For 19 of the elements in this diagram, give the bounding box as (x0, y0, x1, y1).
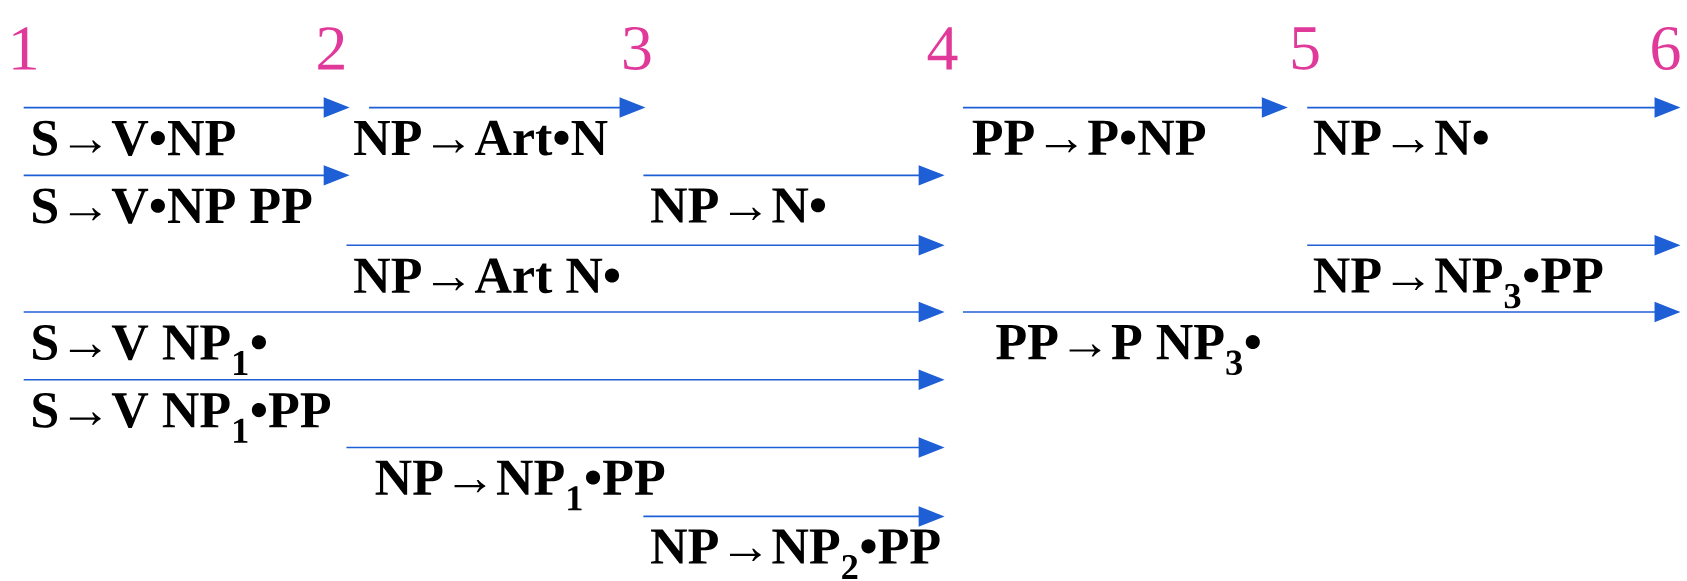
rule-label: NP→N• (1313, 120, 1488, 155)
position-number: 2 (318, 27, 344, 70)
position-number: 3 (624, 26, 651, 70)
rule-label: NP→NP$_{2}$•PP (651, 529, 940, 580)
rule-label: NP→NP$_{1}$•PP (375, 460, 665, 511)
rule-label: S→V•NP (33, 120, 235, 156)
rule-label: PP→P NP$_{3}$• (996, 325, 1260, 376)
position-number: 5 (1292, 27, 1319, 70)
rule-label: NP→NP$_{3}$•PP (1313, 258, 1603, 309)
rule-label: NP→Art•N (354, 120, 608, 156)
position-number: 6 (1652, 26, 1680, 70)
rule-label: NP→Art N• (354, 258, 620, 294)
position-number: 1 (13, 27, 36, 70)
rule-label: NP→N• (651, 188, 826, 223)
rule-label: S→V NP$_{1}$•PP (33, 392, 331, 443)
position-number: 4 (927, 27, 958, 70)
rule-label: S→V NP$_{1}$• (33, 325, 266, 375)
rule-label: S→V•NP PP (33, 188, 312, 224)
rule-label: PP→P•NP (972, 120, 1206, 155)
